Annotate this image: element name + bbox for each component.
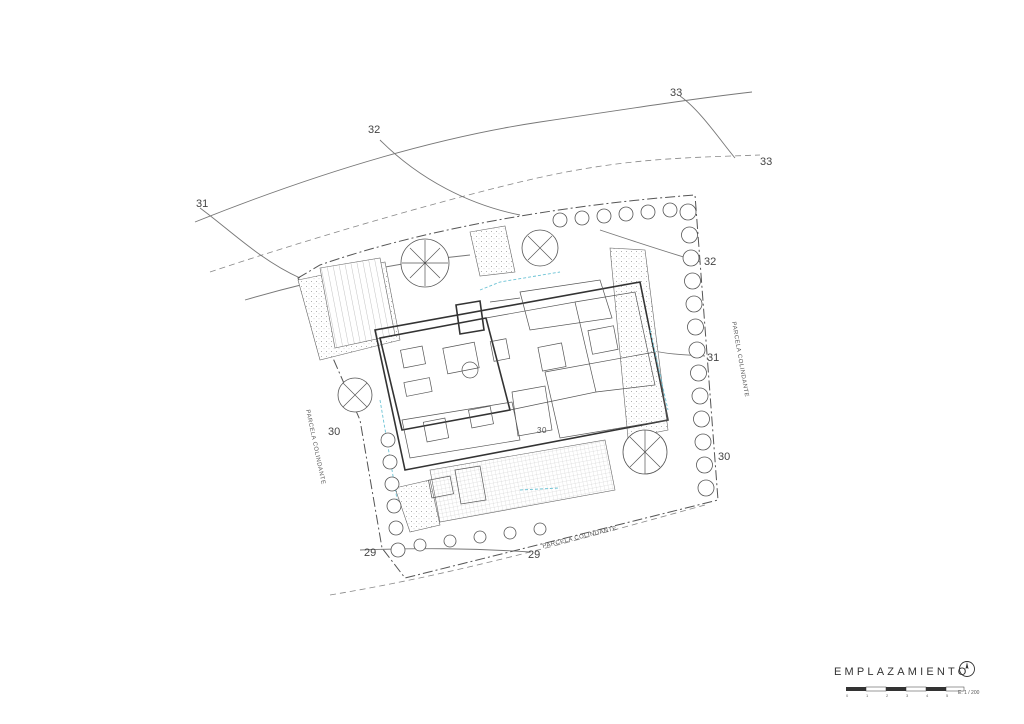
tree-symbol xyxy=(552,212,568,228)
scale-tick-label: 5 xyxy=(946,693,949,698)
tree-symbol xyxy=(690,364,707,382)
plot-boundary xyxy=(297,194,719,579)
setback-lines xyxy=(379,271,669,506)
contour-label-33-right: 33 xyxy=(760,156,772,168)
tree-symbol xyxy=(386,498,402,514)
boundary-label-left: PARCELA COLINDANTE xyxy=(304,409,326,485)
boundary-label-right: PARCELA COLINDANTE xyxy=(730,321,749,397)
contour-label-30-right: 30 xyxy=(718,451,730,463)
trees xyxy=(380,202,715,558)
contour-label-29-left: 29 xyxy=(364,547,376,559)
scale-tick-label: 0 xyxy=(846,693,849,698)
tree-symbol xyxy=(697,479,715,497)
site-terraces xyxy=(297,225,669,533)
tree-symbol xyxy=(681,226,698,244)
tree-symbol xyxy=(574,210,590,226)
scale-tick-label: 2 xyxy=(886,693,889,698)
contour-label-29-bottom: 29 xyxy=(528,549,540,561)
tree-symbol xyxy=(390,542,406,558)
contour-lines xyxy=(194,91,761,596)
contour-label-30-left: 30 xyxy=(328,426,340,438)
tree-symbol xyxy=(694,433,712,451)
interior-furniture xyxy=(400,325,619,505)
contour-label-33-top: 33 xyxy=(670,87,682,99)
tree-symbol xyxy=(382,454,398,470)
tree-symbol xyxy=(684,272,701,290)
tree-symbol xyxy=(473,530,487,544)
tree-symbol xyxy=(688,341,706,359)
tree-symbol xyxy=(691,387,709,405)
tree-symbol xyxy=(503,526,517,540)
tree-symbol xyxy=(388,520,404,536)
tree-symbol xyxy=(685,295,703,313)
scale-label: E: 1 / 200 xyxy=(958,690,980,696)
tree-symbol xyxy=(596,208,612,224)
scale-bar xyxy=(846,686,965,692)
contour-label-32-right: 32 xyxy=(704,256,716,268)
north-arrow-icon xyxy=(959,661,975,677)
contour-label-32-top: 32 xyxy=(368,124,380,136)
tree-symbol xyxy=(533,522,547,536)
scale-ticks: 0 1 2 3 4 5 xyxy=(844,693,968,699)
tree-symbol xyxy=(618,206,634,222)
scale-tick-label: 4 xyxy=(926,693,929,698)
contour-label-31-left: 31 xyxy=(196,198,208,210)
tree-symbol xyxy=(682,249,700,267)
scale-tick-label: 1 xyxy=(866,693,869,698)
tree-symbol xyxy=(380,432,396,448)
tree-symbol xyxy=(662,202,678,218)
boundary-labels: PARCELA COLINDANTE PARCELA COLINDANTE PA… xyxy=(304,321,749,550)
contour-labels: 33 33 32 32 31 31 30 30 30 29 29 xyxy=(196,87,772,561)
scale-tick-label: 3 xyxy=(906,693,909,698)
boundary-label-bottom: PARCELA COLINDANTE xyxy=(542,526,618,550)
tree-symbol xyxy=(696,456,713,474)
tree-symbol xyxy=(384,476,400,492)
house-outline xyxy=(374,279,669,471)
tree-symbol xyxy=(640,204,656,220)
feature-trees xyxy=(337,229,668,475)
drawing-title: EMPLAZAMIENTO xyxy=(834,666,970,678)
tree-symbol xyxy=(443,534,457,548)
contour-label-30-center: 30 xyxy=(537,426,547,435)
title-block: EMPLAZAMIENTO 0 1 2 3 4 5 E: 1 / 200 xyxy=(834,660,984,700)
tree-symbol xyxy=(687,318,704,336)
contour-label-31-right: 31 xyxy=(707,352,719,364)
tree-symbol xyxy=(679,203,697,221)
tree-symbol xyxy=(413,538,427,552)
tree-symbol xyxy=(693,410,710,428)
